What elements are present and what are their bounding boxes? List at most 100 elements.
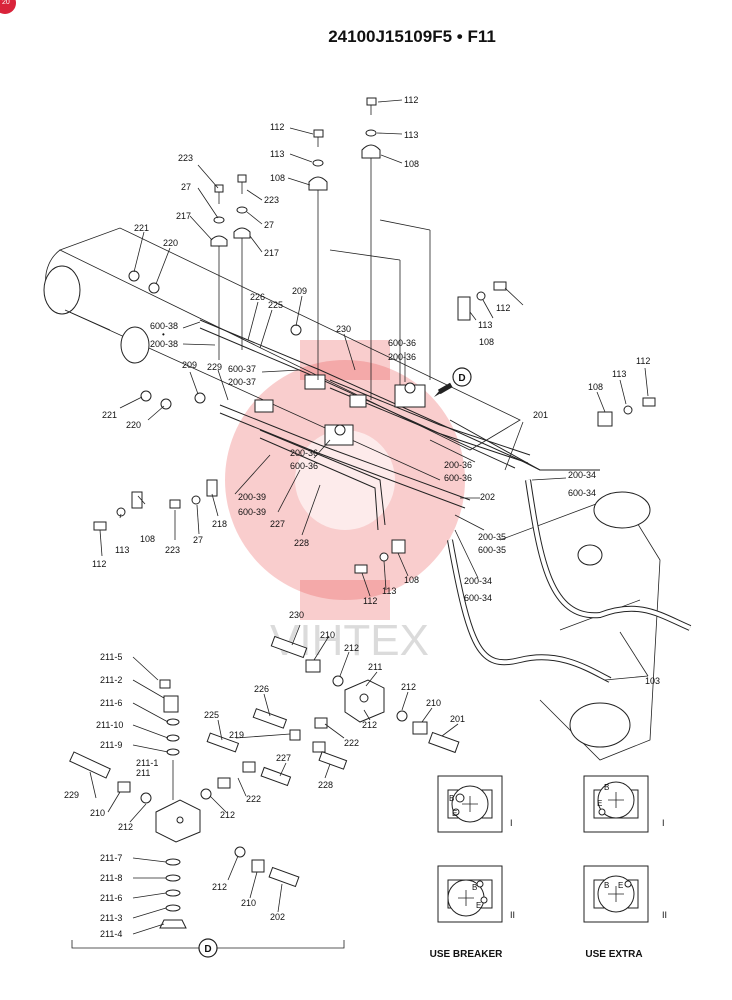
label-113: 113 xyxy=(612,369,626,379)
valve-view-extra-1: B E I xyxy=(583,775,665,833)
label-212: 212 xyxy=(212,882,227,892)
label-202: 202 xyxy=(270,912,285,922)
label-27: 27 xyxy=(193,535,203,545)
drawing-title: 24100J15109F5 • F11 xyxy=(328,27,496,46)
label-200-34: 200-34 xyxy=(568,470,596,480)
label-211-2: 211-2 xyxy=(100,675,122,685)
label-229: 229 xyxy=(64,790,79,800)
label-217: 217 xyxy=(176,211,191,221)
label-108: 108 xyxy=(270,173,285,183)
label-211-6: 211-6 xyxy=(100,893,122,903)
label-211-1: 211-1 xyxy=(136,758,158,768)
label-201: 201 xyxy=(450,714,465,724)
label-211-7: 211-7 xyxy=(100,853,122,863)
label-200-36: 200-36 xyxy=(388,352,416,362)
valve-4-roman: II xyxy=(662,910,667,920)
label-27: 27 xyxy=(264,220,274,230)
label-210: 210 xyxy=(320,630,335,640)
valve-3-letter-e: E xyxy=(476,901,481,910)
label-229: 229 xyxy=(207,362,222,372)
label-200-36: 200-36 xyxy=(290,448,318,458)
detail-d-frame: D xyxy=(71,938,345,958)
callout-d: D xyxy=(434,367,472,397)
label-200-34: 200-34 xyxy=(464,576,492,586)
label-223: 223 xyxy=(165,545,180,555)
label-113: 113 xyxy=(478,320,492,330)
label-211-10: 211-10 xyxy=(96,720,123,730)
caption-use-breaker: USE BREAKER xyxy=(430,949,504,960)
label-223: 223 xyxy=(178,153,193,163)
label-600-36: 600-36 xyxy=(388,338,416,348)
label-220: 220 xyxy=(163,238,178,248)
label-600-35: 600-35 xyxy=(478,545,506,555)
valve-2-letter-e: E xyxy=(597,799,602,808)
valve-2-letter-b: B xyxy=(604,783,609,792)
label-201: 201 xyxy=(533,410,548,420)
label-219: 219 xyxy=(229,730,244,740)
arm-outline xyxy=(499,491,661,761)
label-227: 227 xyxy=(276,753,291,763)
label-200-36: 200-36 xyxy=(444,460,472,470)
label-212: 212 xyxy=(344,643,359,653)
valve-1-letter-b: B xyxy=(449,794,454,803)
valve-3-roman: II xyxy=(510,910,515,920)
valve-3-letter-b: B xyxy=(472,883,477,892)
label-202: 202 xyxy=(480,492,495,502)
label-209: 209 xyxy=(292,286,307,296)
label-108: 108 xyxy=(404,575,419,585)
label-226: 226 xyxy=(250,292,265,302)
label-226: 226 xyxy=(254,684,269,694)
label-222: 222 xyxy=(246,794,261,804)
label-218: 218 xyxy=(212,519,227,529)
valve-1-letter-e: E xyxy=(452,809,457,818)
label-210: 210 xyxy=(426,698,441,708)
label-221: 221 xyxy=(134,223,149,233)
assembly-lines xyxy=(218,158,431,400)
label-600-36: 600-36 xyxy=(290,461,318,471)
label-600-38: 600-38 xyxy=(150,321,178,331)
label-27: 27 xyxy=(181,182,191,192)
label-108: 108 xyxy=(588,382,603,392)
label-108: 108 xyxy=(479,337,494,347)
label-113: 113 xyxy=(382,586,396,596)
valve-4-letter-b: B xyxy=(604,881,609,890)
label-112: 112 xyxy=(363,596,377,606)
label-600-34: 600-34 xyxy=(464,593,492,603)
watermark-text: VIHTEX xyxy=(270,616,429,665)
badge-text: 20 xyxy=(2,0,10,6)
label-113: 113 xyxy=(404,130,418,140)
label-211-8: 211-8 xyxy=(100,873,122,883)
valve-4-letter-e: E xyxy=(618,881,623,890)
label-200-38: 200-38 xyxy=(150,339,178,349)
caption-use-extra: USE EXTRA xyxy=(585,949,642,960)
label-217: 217 xyxy=(264,248,279,258)
label-200-37: 200-37 xyxy=(228,377,256,387)
label-230: 230 xyxy=(336,324,351,334)
label-211: 211 xyxy=(136,768,150,778)
label-212: 212 xyxy=(118,822,133,832)
label-600-34: 600-34 xyxy=(568,488,596,498)
detail-leader-lines xyxy=(89,624,459,935)
valve-view-breaker-2: B E II xyxy=(437,865,515,923)
label-211-3: 211-3 xyxy=(100,913,122,923)
label-112: 112 xyxy=(92,559,106,569)
flexible-hoses xyxy=(447,479,692,683)
label-225: 225 xyxy=(204,710,219,720)
label-108: 108 xyxy=(140,534,155,544)
label-103: 103 xyxy=(645,676,660,686)
label-112: 112 xyxy=(270,122,284,132)
label-212: 212 xyxy=(362,720,377,730)
detail-d-parts xyxy=(69,635,460,929)
valve-blocks xyxy=(254,374,426,446)
label-108: 108 xyxy=(404,159,419,169)
label-220: 220 xyxy=(126,420,141,430)
label-211-9: 211-9 xyxy=(100,740,122,750)
label-113: 113 xyxy=(115,545,129,555)
label-212: 212 xyxy=(401,682,416,692)
page-corner-badge: 20 xyxy=(0,0,16,14)
label-210: 210 xyxy=(90,808,105,818)
label-209: 209 xyxy=(182,360,197,370)
label-200-39: 200-39 xyxy=(238,492,266,502)
